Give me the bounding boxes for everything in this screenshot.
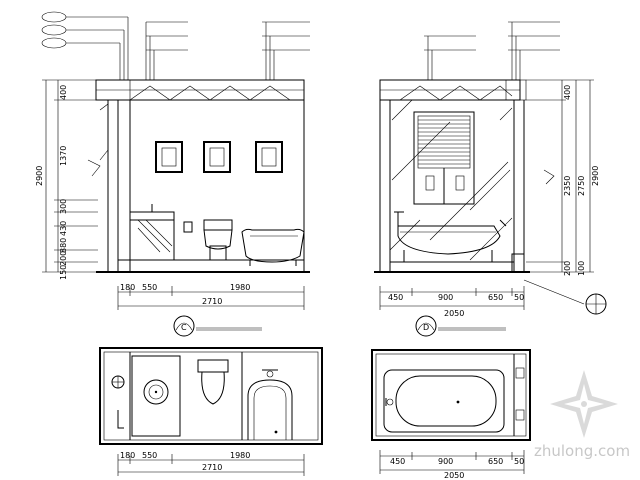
elevation-left [95, 79, 310, 273]
basin-plan [131, 355, 181, 437]
dim-overall-width: 2050 [444, 471, 464, 480]
toilet [203, 219, 233, 261]
callout-tag [41, 37, 121, 80]
dim-segment: 1980 [230, 451, 250, 460]
dim-segment: 2350 [563, 176, 572, 196]
dim-segment: 150 [59, 265, 68, 280]
watermark-text: zhulong.com [534, 442, 630, 460]
bathtub-elevation [241, 228, 305, 266]
dim-segment: 50 [514, 293, 524, 302]
dim-segment: 550 [142, 283, 157, 292]
elevation-right [374, 79, 530, 273]
marker-label: D [423, 323, 429, 332]
dims-left-vertical: 2900 400 1370 300 430 880 200 150 [35, 79, 101, 280]
mirror [155, 141, 183, 173]
star-compass-logo-icon [550, 370, 618, 438]
dims-right-vertical: 400 2350 200 100 2750 2900 [526, 79, 600, 276]
bathtub-plan [383, 369, 505, 433]
wall-column [117, 99, 131, 273]
dim-segment: 880 [59, 238, 68, 253]
watermark: zhulong.com [534, 370, 630, 460]
dim-segment: 100 [577, 261, 586, 276]
dim-segment: 1370 [59, 146, 68, 166]
callouts-right [424, 21, 560, 80]
bathtub-plan [241, 352, 293, 440]
dim-segment: 550 [142, 451, 157, 460]
valve-icon [111, 375, 125, 389]
dim-segment: 900 [438, 293, 453, 302]
section-marker-c: C [173, 315, 262, 337]
section-marker-d: D [415, 315, 506, 337]
dim-segment: 650 [488, 293, 503, 302]
dim-overall-width: 2710 [202, 463, 222, 472]
dim-segment: 430 [59, 221, 68, 236]
dims-plan-right: 450 900 650 50 2050 [379, 450, 525, 480]
dim-segment: 450 [390, 457, 405, 466]
bathtub-elevation [394, 211, 507, 262]
dims-plan-left: 180 550 1980 2710 [117, 451, 305, 476]
dim-overall-width: 2710 [202, 297, 222, 306]
dim-segment: 300 [59, 199, 68, 214]
dim-segment: 200 [59, 251, 68, 266]
dims-right-horizontal: 450 900 650 50 2050 [379, 286, 525, 318]
toilet-plan [197, 359, 229, 405]
floor-slab [389, 261, 515, 273]
marker-label: C [181, 323, 187, 332]
dim-segment: 180 [120, 283, 135, 292]
dim-segment: 1980 [230, 283, 250, 292]
mirror [255, 141, 283, 173]
vanity-counter [129, 204, 175, 261]
grid-bubble [523, 279, 607, 315]
plan-right [371, 349, 531, 441]
dim-overall-width: 2050 [444, 309, 464, 318]
dim-segment: 900 [438, 457, 453, 466]
callout-tag [41, 24, 125, 80]
paper-holder [183, 221, 193, 233]
window-blind [413, 111, 475, 205]
dim-overall-height: 2900 [35, 166, 44, 186]
dim-segment: 200 [563, 261, 572, 276]
callouts-left [41, 11, 310, 80]
dims-left-horizontal: 180 550 1980 2710 [117, 283, 305, 310]
dim-segment: 400 [59, 85, 68, 100]
plan-left [99, 347, 323, 445]
dim-overall-height: 2900 [591, 166, 600, 186]
dim-segment: 400 [563, 85, 572, 100]
dim-segment: 180 [120, 451, 135, 460]
mirror [203, 141, 231, 173]
dim-overall-height-inner: 2750 [577, 176, 586, 196]
dim-segment: 650 [488, 457, 503, 466]
dim-segment: 450 [388, 293, 403, 302]
callout-tag [41, 11, 129, 80]
dim-segment: 50 [514, 457, 524, 466]
